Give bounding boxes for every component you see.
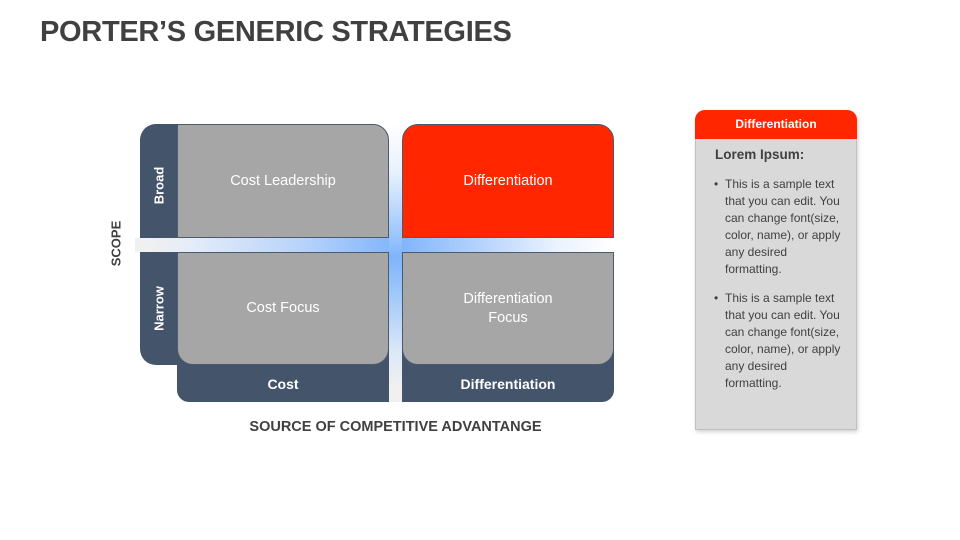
detail-panel-subtitle: Lorem Ipsum: (715, 147, 805, 162)
quadrant-label-line2: Focus (488, 309, 528, 326)
detail-panel: Differentiation Lorem Ipsum: • This is a… (695, 110, 857, 430)
bullet-icon: • (714, 177, 719, 191)
slide-title: PORTER’S GENERIC STRATEGIES (40, 16, 512, 48)
quadrant-cost-leadership[interactable]: Cost Leadership (177, 124, 389, 238)
quadrant-label: Differentiation Focus (463, 290, 552, 328)
row-label-broad: Broad (151, 166, 167, 205)
column-label-cost: Cost (267, 376, 299, 392)
quadrant-label: Differentiation (463, 172, 553, 189)
detail-panel-header: Differentiation (695, 110, 857, 139)
quadrant-label-line1: Differentiation (463, 290, 553, 307)
vertical-gradient-divider (389, 124, 402, 402)
quadrant-differentiation-focus[interactable]: Differentiation Focus (402, 252, 614, 365)
bullet-text: This is a sample text that you can edit.… (725, 177, 841, 276)
y-axis-label: SCOPE (108, 220, 124, 267)
row-label-narrow: Narrow (151, 286, 167, 331)
x-axis-label: SOURCE OF COMPETITIVE ADVANTANGE (249, 419, 542, 435)
bullet-icon: • (714, 291, 719, 305)
quadrant-differentiation[interactable]: Differentiation (402, 124, 614, 238)
detail-panel-bullets: • This is a sample text that you can edi… (714, 176, 844, 404)
bullet-item: • This is a sample text that you can edi… (714, 290, 844, 392)
quadrant-label: Cost Focus (246, 300, 320, 316)
quadrant-cost-focus[interactable]: Cost Focus (177, 252, 389, 365)
bullet-text: This is a sample text that you can edit.… (725, 291, 841, 390)
quadrant-label: Cost Leadership (230, 172, 336, 189)
horizontal-gradient-divider (135, 238, 614, 252)
column-label-differentiation: Differentiation (460, 376, 556, 392)
bullet-item: • This is a sample text that you can edi… (714, 176, 844, 278)
